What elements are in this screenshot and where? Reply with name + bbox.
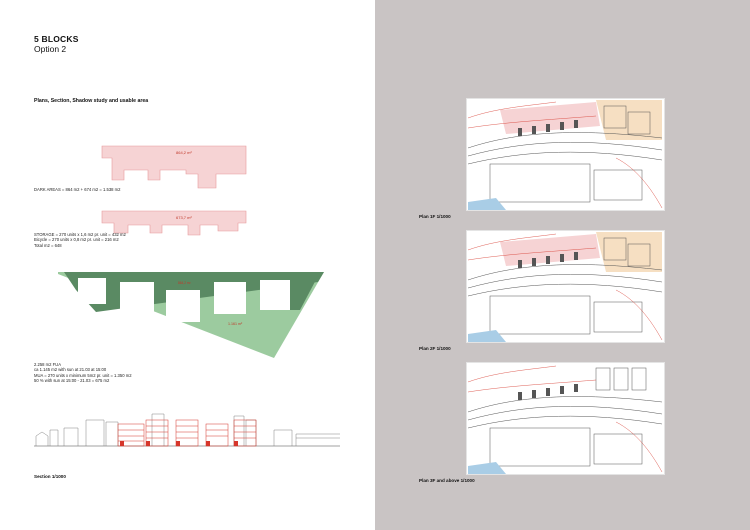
storage-line-2: Bicycle = 270 units x 0,8 m2 pr. unit = … [34, 237, 119, 243]
plan-3f-caption: Plan 3F and above 1/1000 [419, 478, 475, 483]
dark-area-2-label: 673,7 m² [176, 215, 192, 220]
plan-2f-drawing [466, 230, 665, 343]
fua-line-4: 50 % with sun at 15:00 - 21.03 = 675 m2 [34, 378, 110, 384]
section-heading: Plans, Section, Shadow study and usable … [34, 98, 149, 104]
plan-2f [466, 230, 665, 343]
plan-1f-drawing [466, 98, 665, 211]
dark-area-1-label: 864,2 m² [176, 150, 192, 155]
fua-line-3: MUA = 270 units x minimum 5m2 pr. unit =… [34, 372, 132, 378]
dark-area-diagram-1: 864,2 m² [101, 145, 247, 189]
shadow-study-diagram: 864,2 m² 1.161 m² [58, 272, 324, 358]
storage-line-3: Total m2 = 648 [34, 242, 62, 248]
plan-2f-caption: Plan 2F 1/1000 [419, 346, 451, 351]
fua-note: 2.258 m2 FUA ca 1.145 m2 with sun at 21.… [34, 362, 132, 384]
section-caption: Section 1/1000 [34, 474, 66, 479]
plan-1f [466, 98, 665, 211]
left-panel: 5 BLOCKS Option 2 Plans, Section, Shadow… [34, 34, 340, 479]
plan-3f-drawing [466, 362, 665, 475]
fua-line-1: 2.258 m2 FUA [34, 362, 61, 367]
plan-3f [466, 362, 665, 475]
dark-area-diagram-2: 673,7 m² [101, 210, 247, 236]
shadow-light-label: 1.161 m² [228, 322, 243, 326]
fua-line-2: ca 1.145 m2 with sun at 21.03 at 15:00 [34, 367, 107, 373]
plan-1f-caption: Plan 1F 1/1000 [419, 214, 451, 219]
storage-note: STORAGE = 270 units x 1,6 m2 pr. unit = … [34, 232, 126, 248]
section-drawing [34, 413, 340, 447]
storage-line-1: STORAGE = 270 units x 1,6 m2 pr. unit = … [34, 232, 126, 237]
shadow-dark-label: 864,2 m² [178, 281, 191, 285]
dark-areas-note: DARK AREAS = 864 m2 + 674 m2 = 1.538 m2 [34, 187, 121, 192]
page-subtitle: Option 2 [34, 44, 67, 54]
page-title: 5 BLOCKS [34, 34, 79, 44]
